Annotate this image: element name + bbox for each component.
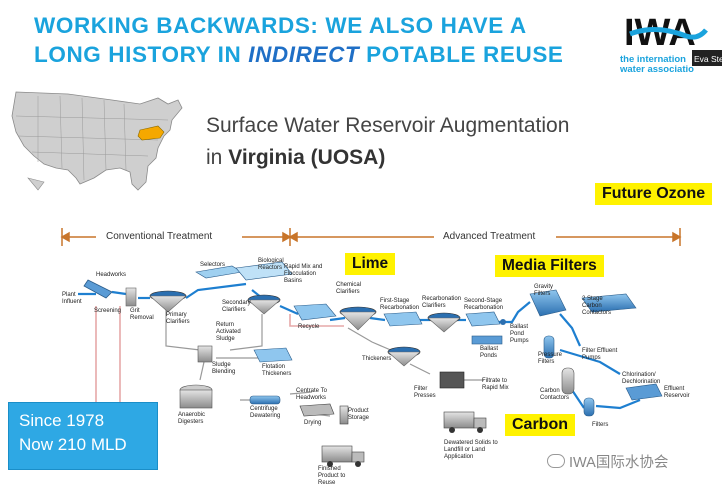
slide-subtitle: Surface Water Reservoir Augmentation in …: [206, 110, 569, 174]
media-filters-label: Media Filters: [495, 255, 604, 277]
wechat-watermark: IWA国际水协会: [547, 451, 668, 472]
label-plant-influent: Plant Influent: [62, 292, 82, 305]
label-drying: Drying: [304, 420, 322, 426]
logo-tagline-1: the internation: [620, 54, 686, 65]
subtitle-line-2-start: in: [206, 146, 229, 169]
label-thickeners: Thickeners: [362, 356, 392, 362]
lime-label: Lime: [345, 253, 396, 275]
advanced-treatment-label: Advanced Treatment: [443, 231, 536, 242]
label-filter-effluent-pumps: Filter Effluent Pumps: [582, 348, 618, 361]
label-flotation-thickeners: Flotation Thickeners: [262, 364, 292, 377]
label-first-stage-recarbonation: First-Stage Recarbonation: [380, 298, 420, 311]
label-centrifuge-dewatering: Centrifuge Dewatering: [250, 406, 281, 419]
label-chemical-clarifiers: Chemical Clarifiers: [336, 282, 362, 295]
label-headworks: Headworks: [96, 272, 127, 278]
label-sludge-blending: Sludge Blending: [212, 362, 236, 375]
label-pressure-filters: Pressure Filters: [538, 352, 563, 365]
label-selectors: Selectors: [200, 262, 226, 268]
label-biological-reactors: Biological Reactors: [258, 258, 284, 271]
process-flow-diagram: [78, 261, 663, 467]
product-truck-icon: [321, 445, 365, 467]
label-carbon-contactors: Carbon Contactors: [540, 388, 570, 401]
label-recycle: Recycle: [298, 324, 320, 330]
label-rapid-mix: Rapid Mix and Flocculation Basins: [284, 264, 323, 284]
conventional-treatment-label: Conventional Treatment: [106, 231, 213, 242]
carbon-label: Carbon: [505, 414, 575, 436]
logo-tagline-2: water associatio: [619, 64, 694, 75]
watermark-text: IWA国际水协会: [569, 455, 669, 471]
title-emphasis: INDIRECT: [248, 42, 360, 67]
truck-icon: [443, 411, 487, 433]
label-secondary-clarifiers: Secondary Clarifiers: [222, 300, 251, 313]
info-box-since: Since 1978: [19, 411, 105, 430]
wechat-icon: [547, 454, 565, 468]
label-product-storage: Product Storage: [348, 408, 370, 421]
label-grit-removal: Grit Removal: [130, 308, 154, 321]
title-line-1: WORKING BACKWARDS: WE ALSO HAVE A: [34, 13, 527, 38]
subtitle-line-1: Surface Water Reservoir Augmentation: [206, 114, 570, 137]
label-finished-product: Finished Product to Reuse: [318, 466, 346, 486]
label-recarbonation-clarifiers: Recarbonation Clarifiers: [422, 296, 462, 309]
label-dewatered-solids: Dewatered Solids to Landfill or Land App…: [444, 440, 498, 460]
label-screening: Screening: [94, 308, 122, 314]
us-map-outline: [11, 91, 183, 191]
slide-title: WORKING BACKWARDS: WE ALSO HAVE A LONG H…: [34, 11, 604, 69]
iwa-logo-graphic: IWA the internation water associatio Eva…: [619, 10, 722, 75]
label-return-activated-sludge: Return Activated Sludge: [216, 322, 241, 342]
label-primary-clarifiers: Primary Clarifiers: [166, 312, 190, 325]
treatment-timeline: [60, 228, 682, 246]
label-filter-presses: Filter Presses: [414, 386, 436, 399]
title-line-2-start: LONG HISTORY IN: [34, 42, 249, 67]
label-ballast-pond-pumps: Ballast Pond Pumps: [510, 324, 529, 344]
subtitle-line-2: in Virginia (UOSA): [206, 142, 569, 174]
label-gravity-filters: Gravity Filters: [534, 284, 554, 297]
title-line-2-end: POTABLE REUSE: [359, 42, 564, 67]
subtitle-location: Virginia (UOSA): [228, 146, 386, 169]
title-line-2: LONG HISTORY IN INDIRECT POTABLE REUSE: [34, 40, 604, 69]
label-two-stage-carbon: 2 Stage Carbon Contactors: [582, 296, 612, 316]
label-centrate-headworks: Centrate To Headworks: [296, 388, 327, 401]
label-effluent-reservoir: Effluent Reservoir: [664, 386, 690, 399]
virginia-highlight: [137, 125, 165, 141]
label-ballast-ponds: Ballast Ponds: [480, 346, 499, 359]
presenter-name-tab: Eva Ste: [694, 54, 722, 64]
label-anaerobic-digesters: Anaerobic Digesters: [178, 412, 206, 425]
label-chlorination: Chlorination/ Dechlorination: [622, 372, 661, 385]
info-box-capacity: Now 210 MLD: [19, 435, 127, 454]
iwa-logo: IWA the internation water associatio Eva…: [616, 0, 722, 84]
label-filtrate-rapid-mix: Filtrate to Rapid Mix: [482, 378, 509, 391]
label-second-stage-recarbonation: Second-Stage Recarbonation: [464, 298, 504, 311]
info-box: Since 1978 Now 210 MLD: [8, 402, 158, 470]
us-map: [11, 91, 183, 191]
label-filters: Filters: [592, 422, 609, 428]
future-ozone-label: Future Ozone: [595, 183, 713, 205]
